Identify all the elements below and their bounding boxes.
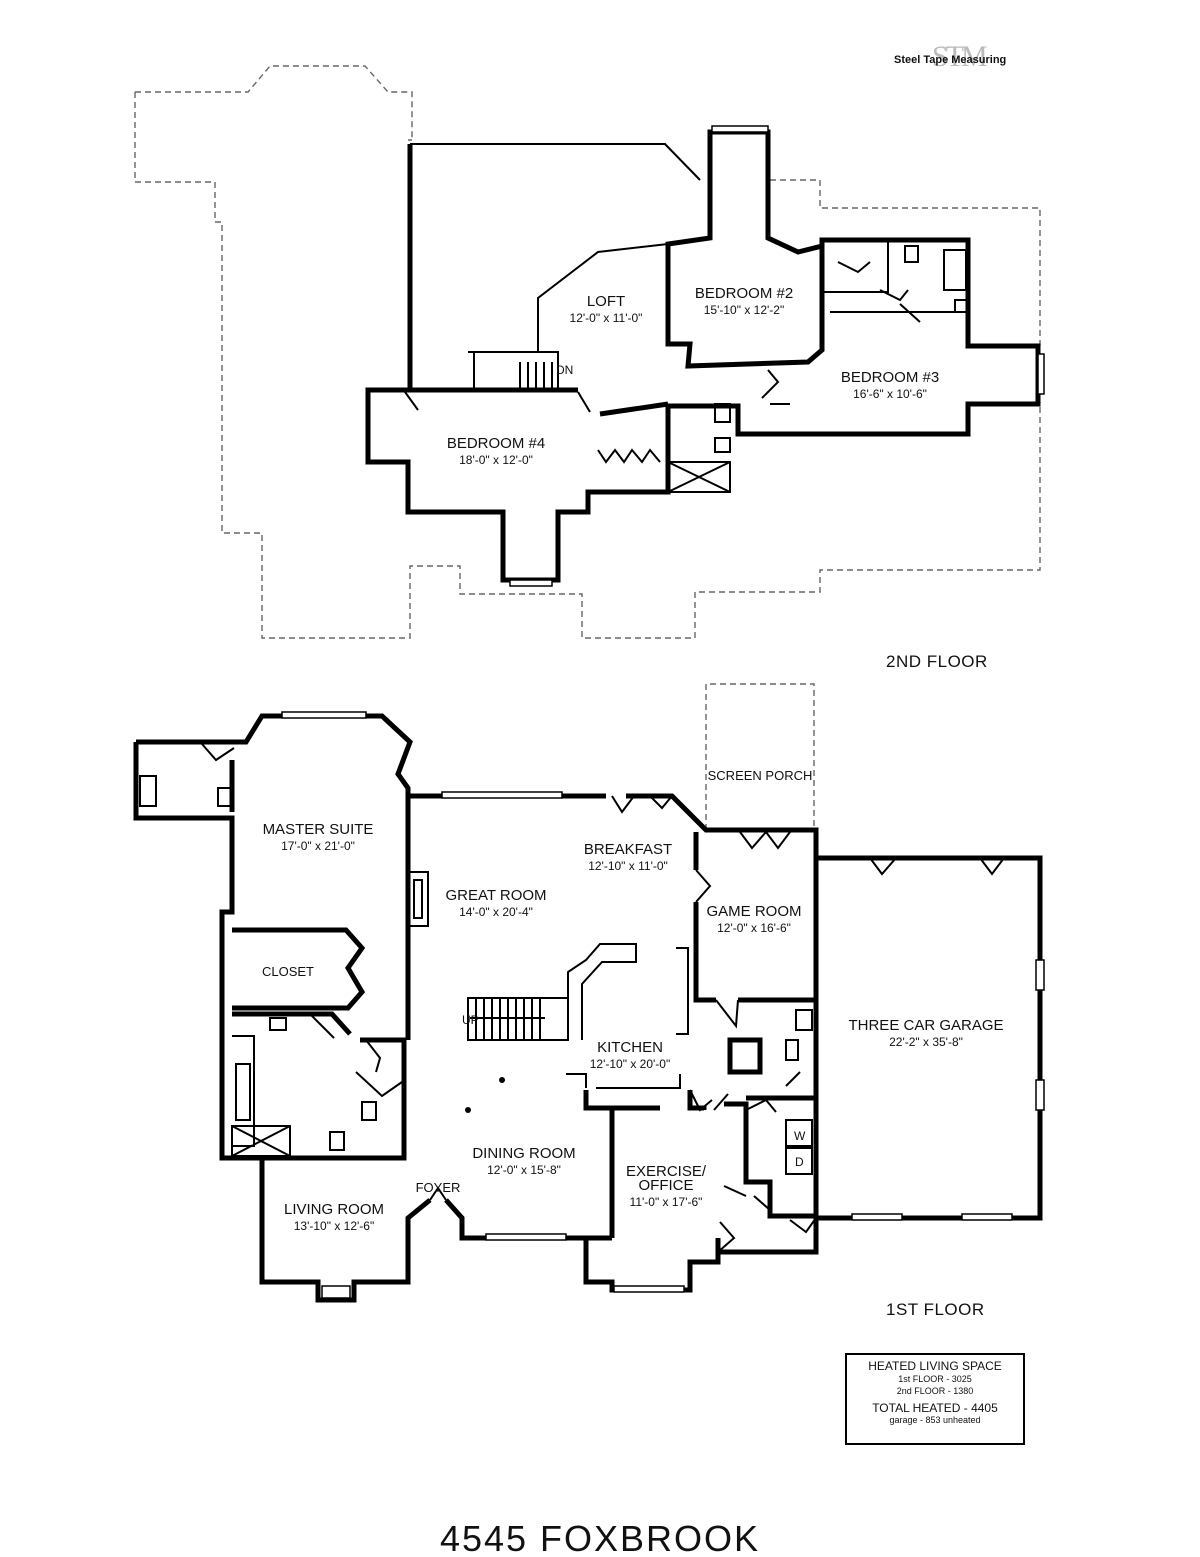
exercise-office-name: EXERCISE/ — [626, 1163, 707, 1180]
exercise-office-name-line2: OFFICE — [639, 1177, 694, 1194]
logo-mark: STM — [932, 40, 988, 73]
bedroom4-north-wall — [410, 387, 669, 417]
living-room-name: LIVING ROOM — [284, 1201, 384, 1218]
logo-text: Steel Tape Measuring — [894, 54, 1007, 66]
master-suite-name: MASTER SUITE — [263, 821, 374, 838]
address-title: 4545 FOXBROOK — [0, 1508, 1200, 1557]
living-room-dims: 13'-10" x 12'-6" — [294, 1219, 374, 1233]
master-suite-window — [281, 711, 367, 719]
master-suite-walls — [229, 760, 411, 1161]
second-floor-roof-outline — [134, 65, 1041, 639]
kitchen-dims: 12'-10" x 20'-0" — [590, 1057, 670, 1071]
bedroom3-name: BEDROOM #3 — [841, 369, 939, 386]
dining-column-1 — [499, 1077, 505, 1083]
bedroom4-dims: 18'-0" x 12'-0" — [459, 453, 533, 467]
garage-dims: 22'-2" x 35'-8" — [889, 1035, 963, 1049]
bedroom4-name: BEDROOM #4 — [447, 435, 545, 452]
breakfast-name: BREAKFAST — [584, 841, 672, 858]
great-room-dims: 14'-0" x 20'-4" — [459, 905, 533, 919]
second-floor-doors — [404, 261, 921, 464]
garage-name: THREE CAR GARAGE — [848, 1017, 1003, 1034]
dryer-label: D — [795, 1155, 804, 1169]
disclaimer-fine-print — [862, 1465, 1012, 1483]
dining-room-window — [485, 1233, 567, 1241]
bedroom3-dims: 16'-6" x 10'-6" — [853, 387, 927, 401]
summary-first-floor: 1st FLOOR - 3025 — [898, 1374, 972, 1384]
garage-side-window-2 — [1035, 1079, 1045, 1111]
summary-total: TOTAL HEATED - 4405 — [872, 1401, 998, 1415]
bedroom2-window — [711, 125, 769, 133]
bedroom2-name: BEDROOM #2 — [695, 285, 793, 302]
square-footage-summary: HEATED LIVING SPACE 1st FLOOR - 3025 2nd… — [845, 1353, 1025, 1445]
master-suite-dims: 17'-0" x 21'-0" — [281, 839, 355, 853]
game-room-name: GAME ROOM — [706, 903, 801, 920]
stair-up-label: UP — [462, 1013, 479, 1027]
loft-stair — [468, 351, 559, 390]
exercise-office-dims: 11'-0" x 17'-6" — [630, 1195, 703, 1209]
foyer-name: FOYER — [416, 1180, 461, 1195]
garage-window-right — [961, 1213, 1013, 1221]
screen-porch-name: SCREEN PORCH — [708, 768, 813, 783]
second-floor-label: 2ND FLOOR — [886, 652, 988, 671]
kitchen-name: KITCHEN — [597, 1039, 663, 1056]
breakfast-dims: 12'-10" x 11'-0" — [588, 859, 668, 873]
bedroom3-window — [1037, 353, 1045, 395]
loft-open-edge — [410, 143, 701, 352]
dining-room-name: DINING ROOM — [472, 1145, 575, 1162]
game-room-dims: 12'-0" x 16'-6" — [717, 921, 791, 935]
dining-column-2 — [465, 1107, 471, 1113]
first-floor-stair — [467, 997, 569, 1041]
garage-window-left — [851, 1213, 903, 1221]
loft-dims: 12'-0" x 11'-0" — [570, 311, 643, 325]
second-floor-plan: LOFT 12'-0" x 11'-0" BEDROOM #2 15'-10" … — [134, 65, 1045, 639]
bedroom2-dims: 15'-10" x 12'-2" — [704, 303, 784, 317]
screen-porch-outline — [705, 683, 815, 830]
first-floor-doors — [201, 743, 1005, 1253]
closet-name: CLOSET — [262, 964, 314, 979]
second-floor-bath-fixtures — [667, 240, 969, 493]
garage-side-window-1 — [1035, 959, 1045, 991]
great-room-name: GREAT ROOM — [445, 887, 546, 904]
dining-room-dims: 12'-0" x 15'-8" — [487, 1163, 561, 1177]
second-floor-exterior-walls — [365, 129, 1041, 583]
summary-heading: HEATED LIVING SPACE — [868, 1359, 1002, 1373]
address-text: 4545 FOXBROOK — [439, 1518, 761, 1557]
great-room-window — [441, 791, 563, 799]
loft-stair-down-label: DN — [556, 363, 573, 377]
loft-name: LOFT — [587, 293, 625, 310]
kitchen-island-and-counters — [566, 943, 689, 1089]
summary-garage: garage - 853 unheated — [889, 1415, 981, 1425]
washer-label: W — [794, 1129, 806, 1143]
bedroom4-window — [509, 579, 553, 587]
first-floor-bath-fixtures — [139, 775, 813, 1175]
first-floor-interior-walls — [583, 832, 819, 1252]
company-logo: STM Steel Tape Measuring — [894, 40, 1029, 76]
summary-second-floor: 2nd FLOOR - 1380 — [896, 1386, 974, 1396]
first-floor-label: 1ST FLOOR — [886, 1300, 985, 1319]
first-floor-plan: MASTER SUITE 17'-0" x 21'-0" CLOSET GREA… — [133, 683, 1045, 1303]
office-window — [613, 1285, 685, 1293]
living-room-bay-window — [321, 1285, 351, 1299]
